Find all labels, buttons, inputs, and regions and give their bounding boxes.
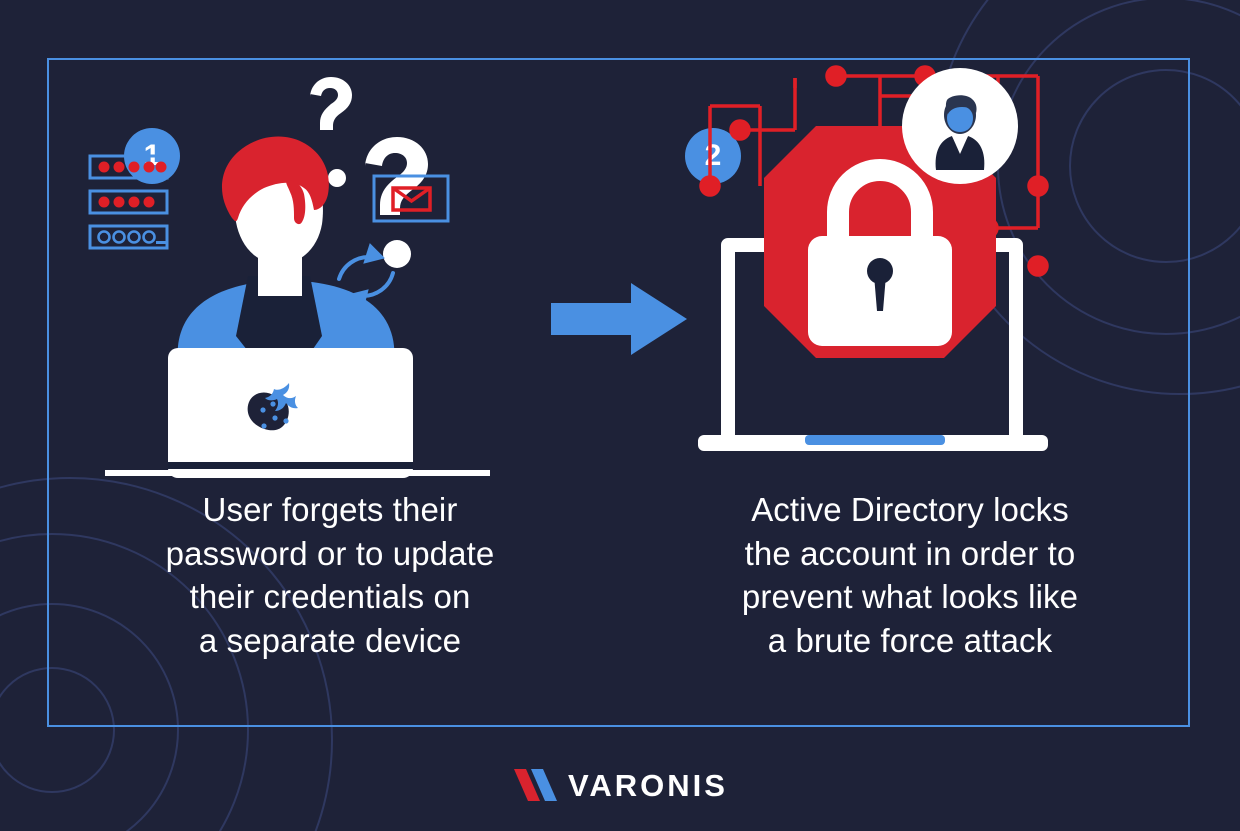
- varonis-logo-mark: [514, 769, 558, 801]
- varonis-logo: VARONIS: [0, 767, 1240, 803]
- person-hair: [221, 136, 329, 222]
- caption-line: their credentials on: [189, 578, 471, 616]
- step-2-panel: 2: [640, 58, 1180, 698]
- strawberry-logo-icon: [247, 383, 298, 431]
- caption-line: password or to update: [165, 534, 495, 572]
- caption-line: prevent what looks like: [741, 578, 1079, 616]
- password-field-icon: [88, 154, 169, 250]
- person-hair-strand: [286, 180, 306, 225]
- caption-line: a separate device: [198, 621, 462, 659]
- step-1-illustration: [88, 77, 490, 478]
- caption-line: the account in order to: [744, 534, 1076, 572]
- caption-line: a brute force attack: [767, 621, 1053, 659]
- varonis-logo-text: VARONIS: [568, 767, 728, 803]
- step-1-panel: 1: [60, 58, 600, 698]
- user-avatar-icon: [902, 68, 1018, 184]
- desk-line: [105, 470, 490, 476]
- content-frame: [47, 58, 1190, 727]
- flow-arrow: [551, 283, 687, 355]
- laptop-lid: [168, 348, 413, 478]
- step-2-illustration: [698, 65, 1049, 451]
- caption-line: User forgets their: [202, 491, 458, 528]
- caption-line: Active Directory locks: [751, 491, 1069, 528]
- lock-icon: [808, 159, 952, 346]
- right-arrow-icon: [551, 283, 687, 355]
- laptop-lid-edge: [168, 462, 413, 469]
- step-1-caption: User forgets their password or to update…: [60, 488, 600, 662]
- email-icon: [372, 174, 450, 223]
- step-2-caption: Active Directory locks the account in or…: [640, 488, 1180, 662]
